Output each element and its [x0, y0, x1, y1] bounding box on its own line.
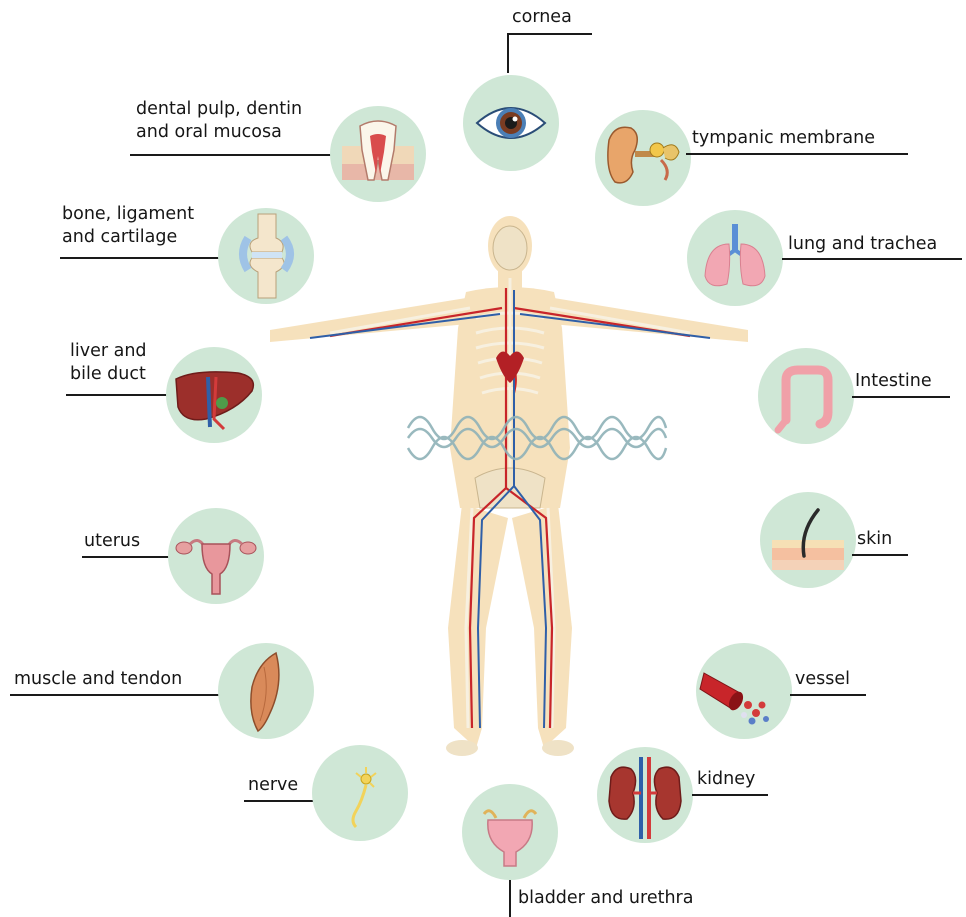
muscle-icon — [218, 643, 314, 739]
human-body-figure — [270, 208, 750, 768]
label-tympanic: tympanic membrane — [692, 127, 875, 150]
label-vessel: vessel — [795, 668, 850, 691]
label-liver: liver and bile duct — [70, 340, 147, 386]
skin-circle — [760, 492, 856, 588]
lungs-icon — [687, 210, 783, 306]
label-skin: skin — [857, 528, 892, 551]
uterus-icon — [168, 508, 264, 604]
muscle-circle — [218, 643, 314, 739]
label-lung: lung and trachea — [788, 233, 937, 256]
label-uterus: uterus — [84, 530, 140, 553]
leader-cornea — [508, 33, 592, 35]
cornea-circle — [463, 75, 559, 171]
bladder-icon — [462, 784, 558, 880]
leader-lung — [782, 258, 962, 260]
dental-circle — [330, 106, 426, 202]
label-nerve: nerve — [248, 774, 298, 797]
leader-skin — [852, 554, 908, 556]
bone-circle — [218, 208, 314, 304]
leader-intestine — [852, 396, 950, 398]
intestine-icon — [758, 348, 854, 444]
uterus-circle — [168, 508, 264, 604]
eye-icon — [463, 75, 559, 171]
leader-dental — [130, 154, 332, 156]
label-intestine: Intestine — [855, 370, 932, 393]
nerve-circle — [312, 745, 408, 841]
label-muscle: muscle and tendon — [14, 668, 182, 691]
leader-tympanic — [686, 153, 908, 155]
leader-muscle — [10, 694, 222, 696]
tympanic-circle — [595, 110, 691, 206]
leader-bladder-vertical — [509, 880, 511, 917]
liver-icon — [166, 347, 262, 443]
vessel-circle — [696, 643, 792, 739]
leader-bone — [60, 257, 222, 259]
kidney-icon — [597, 747, 693, 843]
liver-circle — [166, 347, 262, 443]
leader-nerve — [244, 800, 316, 802]
label-kidney: kidney — [697, 768, 755, 791]
leader-vessel — [790, 694, 866, 696]
bladder-circle — [462, 784, 558, 880]
leader-liver — [66, 394, 170, 396]
knee-joint-icon — [218, 208, 314, 304]
label-dental: dental pulp, dentin and oral mucosa — [136, 98, 302, 144]
label-bone: bone, ligament and cartilage — [62, 203, 194, 249]
leader-kidney — [692, 794, 768, 796]
blood-vessel-icon — [696, 643, 792, 739]
skin-icon — [760, 492, 856, 588]
lung-circle — [687, 210, 783, 306]
tooth-icon — [330, 106, 426, 202]
ear-icon — [595, 110, 691, 206]
label-bladder: bladder and urethra — [518, 887, 693, 910]
intestine-circle — [758, 348, 854, 444]
leader-uterus — [82, 556, 174, 558]
nerve-cell-icon — [312, 745, 408, 841]
leader-cornea-vertical — [507, 33, 509, 73]
label-cornea: cornea — [512, 6, 572, 29]
kidney-circle — [597, 747, 693, 843]
